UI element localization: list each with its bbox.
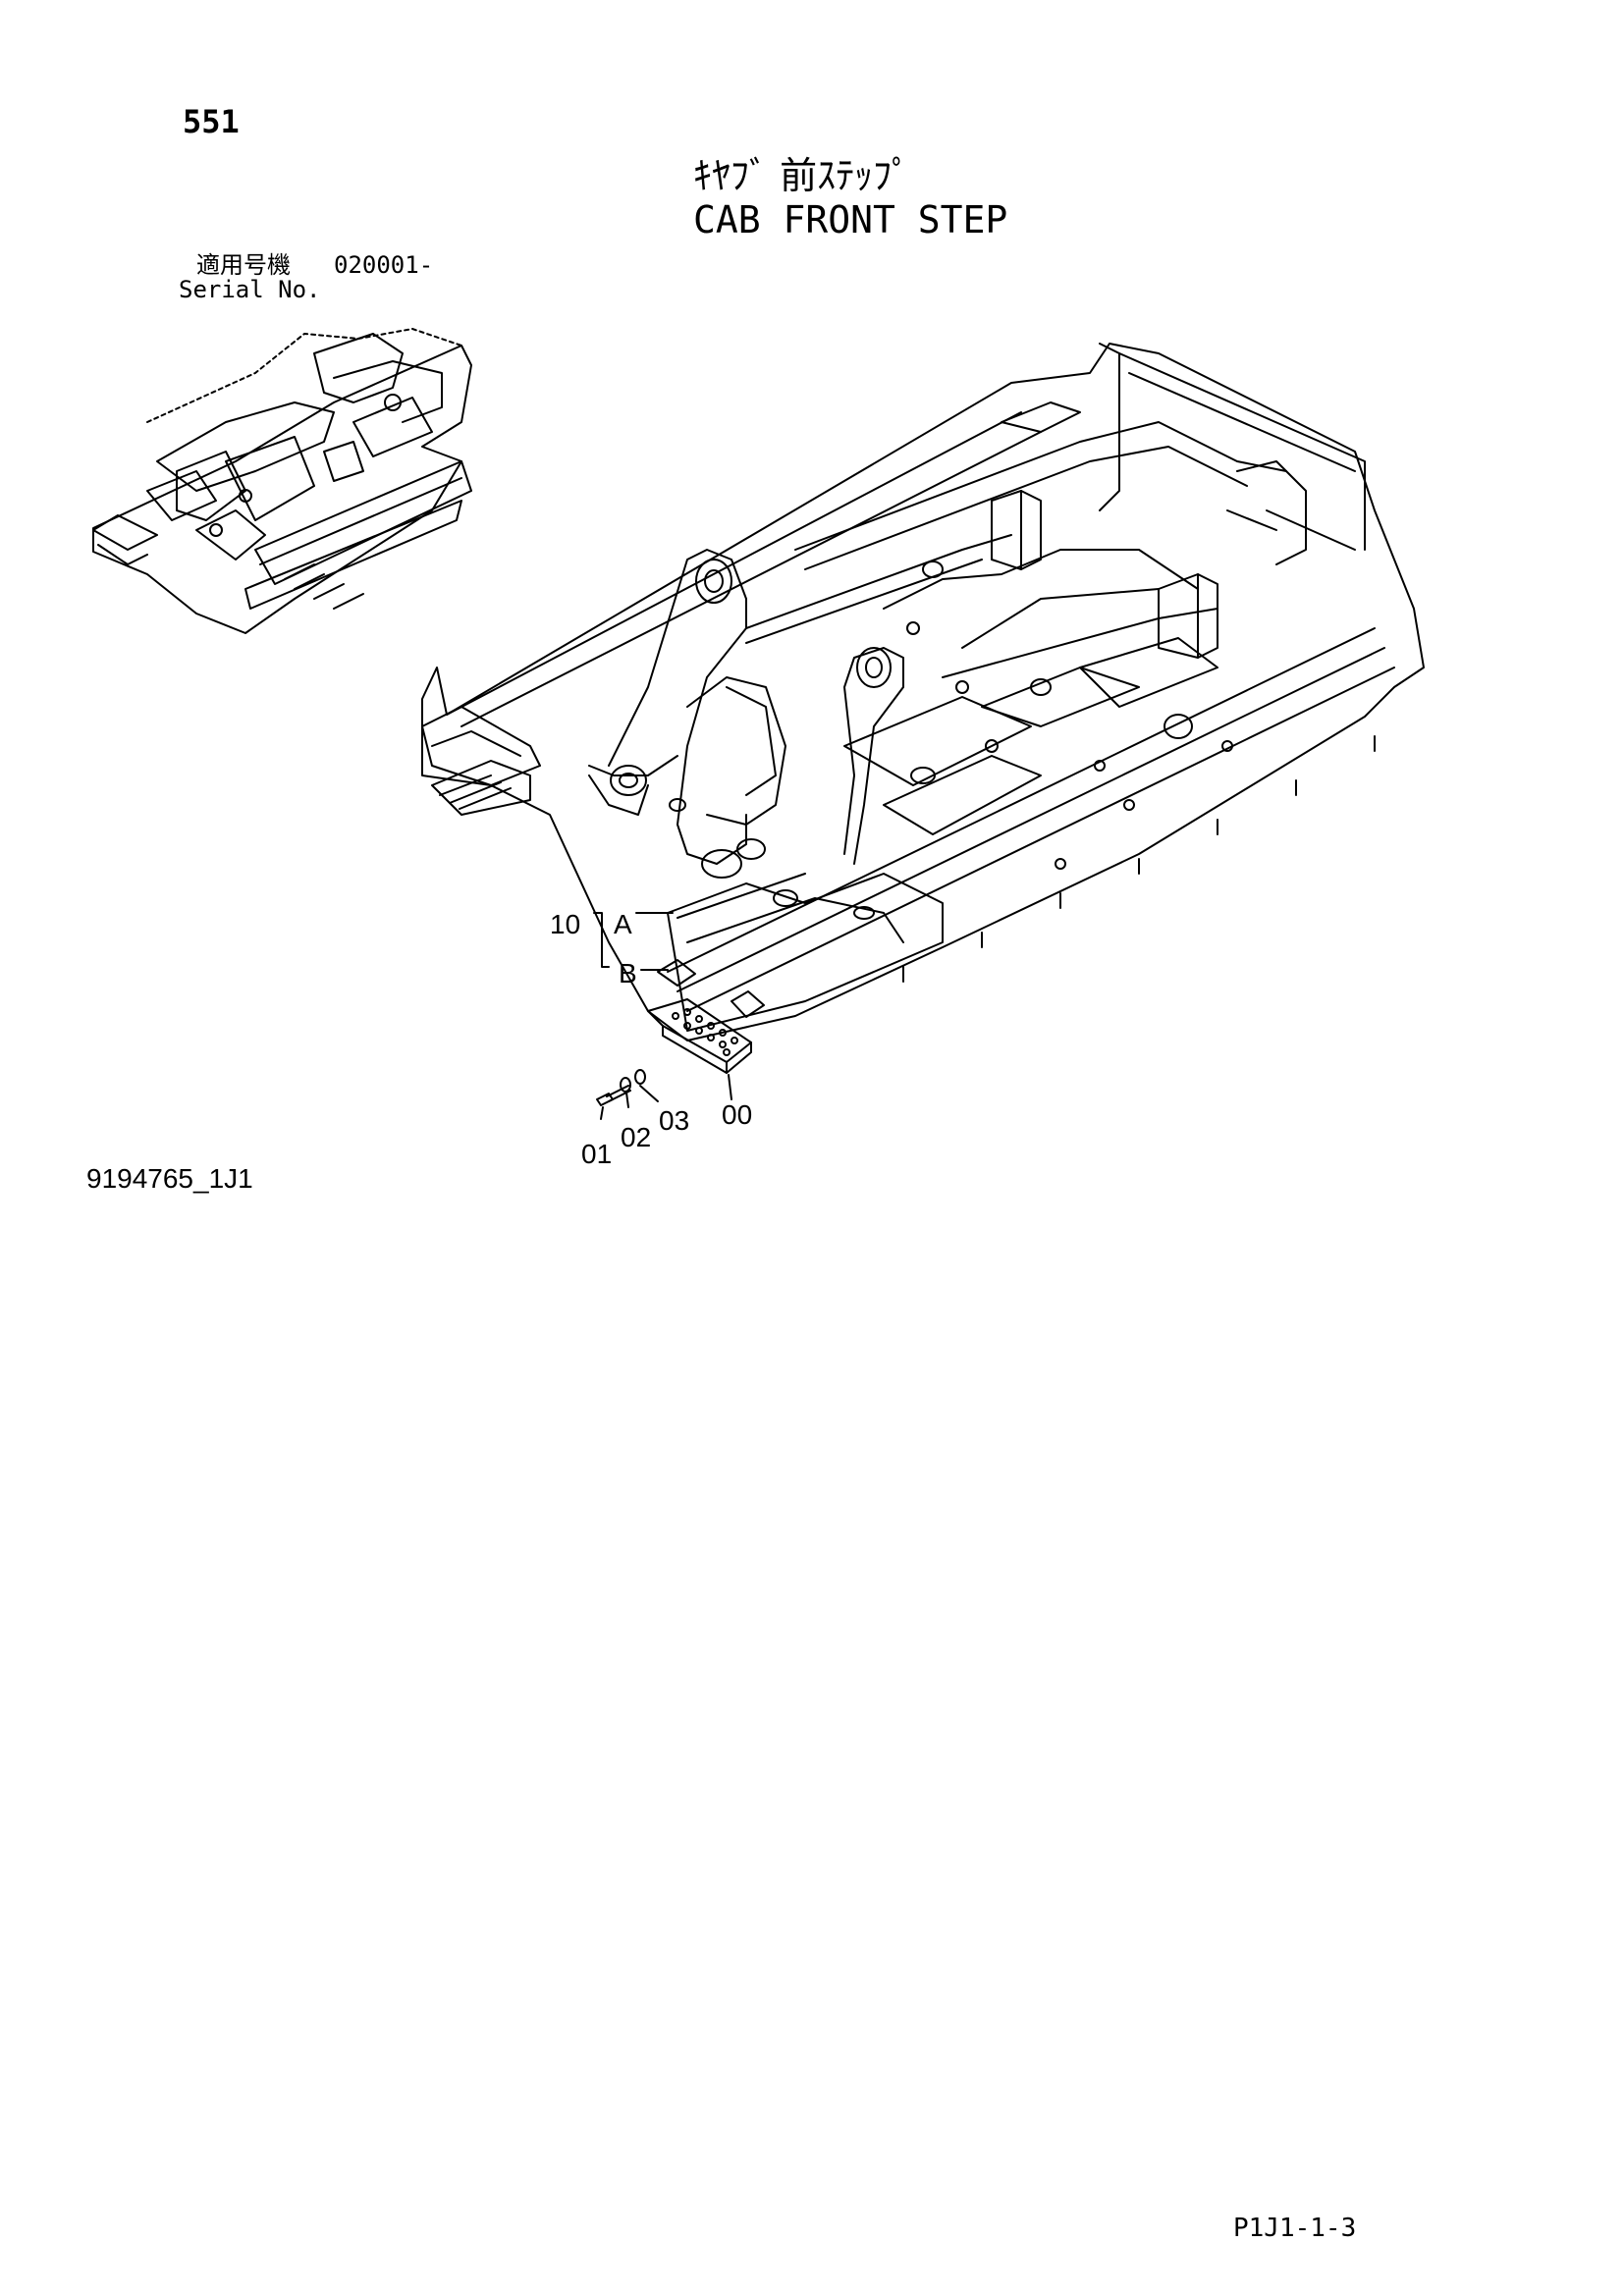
callout-00: 00 [722,1099,753,1130]
figure-number: 9194765_1J1 [86,1163,253,1194]
title-english: CAB FRONT STEP [693,198,1008,241]
washer-02 [620,1077,631,1093]
callout-02: 02 [621,1122,652,1152]
washer-03 [634,1069,646,1085]
machine-overview-thumbnail [92,328,472,634]
callout-10: 10 [550,909,581,939]
pad-b-right [731,990,765,1018]
serial-label-english: Serial No. [179,276,321,303]
pad-b-left [657,959,696,987]
step-exploded-parts [593,912,765,1120]
callout-a: A [614,909,632,939]
step-plate [647,998,752,1063]
callout-b: B [619,958,637,988]
title-japanese: ｷﾔﾌﾞ 前ｽﾃｯﾌﾟ [693,154,911,197]
serial-value: 020001- [334,251,434,279]
callout-03: 03 [659,1105,690,1136]
callout-01: 01 [581,1139,613,1169]
upper-frame-drawing [421,343,1425,1041]
sheet-reference: P1J1-1-3 [1233,2214,1357,2243]
page-number: 551 [183,103,240,140]
step-plate-holes [672,1008,738,1056]
serial-label-japanese: 適用号機 [196,251,291,279]
callout-bracket [593,912,610,968]
